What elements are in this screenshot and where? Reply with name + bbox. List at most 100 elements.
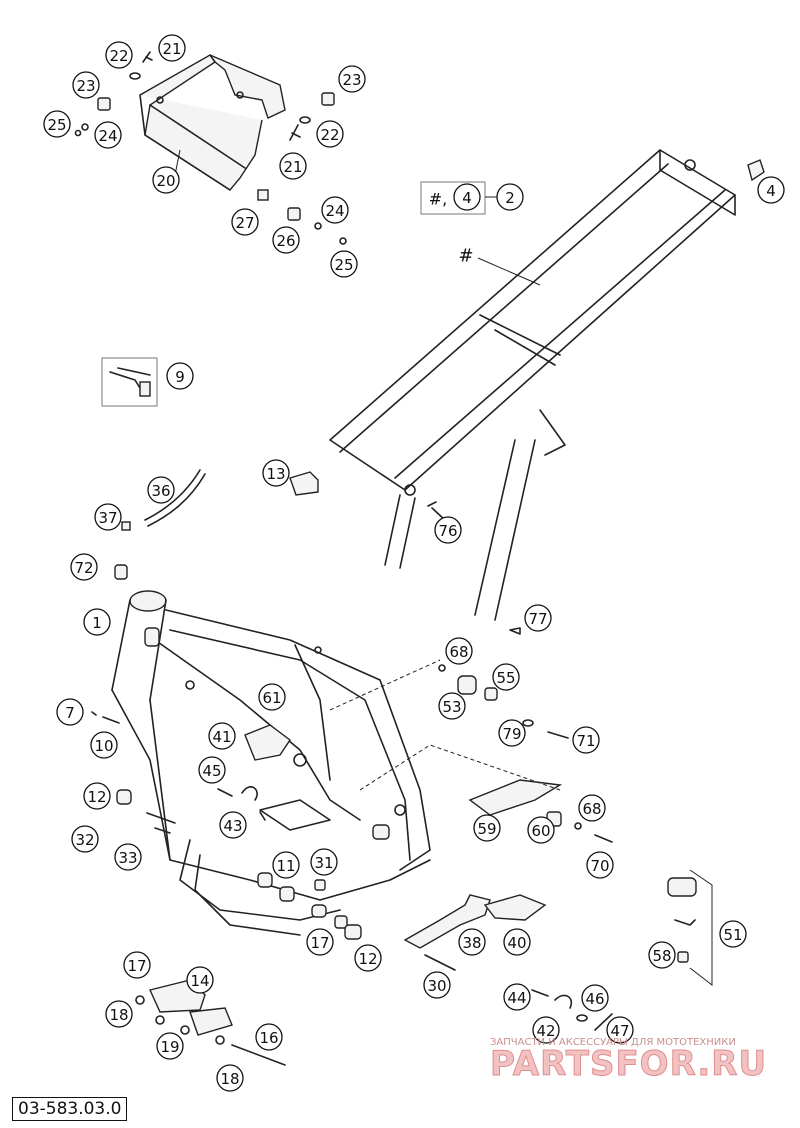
callout-44: 44 (503, 983, 531, 1011)
callout-number: 21 (283, 158, 302, 176)
callout-13: 13 (262, 459, 290, 487)
callout-16: 16 (255, 1023, 283, 1051)
watermark-logo: PARTSFOR.RU (490, 1044, 767, 1084)
callout-number: 45 (202, 762, 221, 780)
skid-plate-hardware-left (74, 51, 153, 137)
skid-plate-hardware-right (257, 92, 347, 245)
rear-brake-pedal (403, 894, 547, 971)
callout-circle (572, 726, 600, 754)
callout-number: 21 (162, 40, 181, 58)
callout-24: 24 (94, 121, 122, 149)
callout-58: 58 (648, 941, 676, 969)
callout-number: 18 (220, 1070, 239, 1088)
callout-circle (231, 208, 259, 236)
callout-circle (83, 608, 111, 636)
callout-circle (330, 250, 358, 278)
callout-number: 4 (766, 182, 776, 200)
callout-circle (438, 692, 466, 720)
callout-number: 46 (585, 990, 604, 1008)
callout-number: 23 (342, 71, 361, 89)
callout-circle (578, 794, 606, 822)
callout-10: 10 (90, 731, 118, 759)
callout-33: 33 (114, 843, 142, 871)
callout-number: 41 (212, 728, 231, 746)
callout-circle (166, 362, 194, 390)
steering-stop-bolt (91, 711, 120, 724)
callout-circle (70, 553, 98, 581)
callout-59: 59 (473, 814, 501, 842)
callout-26: 26 (272, 226, 300, 254)
rubber-bumper (289, 471, 319, 496)
callout-circle (310, 848, 338, 876)
callout-circle (258, 683, 286, 711)
callout-circle (123, 951, 151, 979)
callout-77: 77 (524, 604, 552, 632)
callout-4: 4 (757, 176, 785, 204)
callout-circle (83, 782, 111, 810)
callout-23: 23 (72, 71, 100, 99)
engine-mount-bushings (257, 824, 390, 940)
callout-38: 38 (458, 928, 486, 956)
callout-43: 43 (219, 811, 247, 839)
watermark-subtitle: ЗАПЧАСТИ И АКСЕССУАРЫ ДЛЯ МОТОТЕХНИКИ (490, 1037, 736, 1048)
callout-number: 68 (582, 800, 601, 818)
callout-number: 7 (65, 704, 75, 722)
callout-circle (272, 226, 300, 254)
callout-circle (216, 1064, 244, 1092)
callout-number: 68 (449, 643, 468, 661)
callout-circle (524, 604, 552, 632)
callout-circle (72, 71, 100, 99)
callout-23: 23 (338, 65, 366, 93)
callout-17: 17 (123, 951, 151, 979)
frame-set-prefix: #, (429, 190, 448, 209)
callout-circle (56, 698, 84, 726)
callout-number: 43 (223, 817, 242, 835)
callout-circle (255, 1023, 283, 1051)
callout-7: 7 (56, 698, 84, 726)
side-stand-assembly (667, 869, 713, 987)
callout-number: 22 (109, 47, 128, 65)
callout-circle (581, 984, 609, 1012)
brake-pedal-small-parts (531, 989, 613, 1031)
callout-number: 76 (438, 522, 457, 540)
callout-circle (532, 1016, 560, 1044)
callout-number: 40 (507, 934, 526, 952)
subframe-nut (747, 159, 765, 182)
callout-number: 10 (94, 737, 113, 755)
key-set (101, 357, 158, 407)
callout-circle (354, 944, 382, 972)
frame-plug (114, 564, 128, 580)
hose-clip (121, 521, 131, 531)
callout-circle (719, 920, 747, 948)
callout-number: 47 (610, 1022, 629, 1040)
diagram-code-label: 03-583.03.0 (12, 1097, 128, 1121)
callout-22: 22 (105, 41, 133, 69)
callout-14: 14 (186, 966, 214, 994)
callout-circle (434, 516, 462, 544)
callout-number: 36 (151, 482, 170, 500)
callout-20: 20 (152, 166, 180, 194)
callout-number: 25 (47, 116, 66, 134)
callout-circle (114, 843, 142, 871)
callout-number: 38 (462, 934, 481, 952)
callout-number: 58 (652, 947, 671, 965)
callout-51: 51 (719, 920, 747, 948)
callout-number: 55 (496, 669, 515, 687)
callout-19: 19 (156, 1032, 184, 1060)
callout-circle (208, 722, 236, 750)
callout-circle (279, 152, 307, 180)
callout-circle (503, 928, 531, 956)
callout-68: 68 (578, 794, 606, 822)
callout-12: 12 (83, 782, 111, 810)
callout-number: 27 (235, 214, 254, 232)
callout-number: 51 (723, 926, 742, 944)
callout-circle (43, 110, 71, 138)
callout-number: 17 (310, 934, 329, 952)
callout-31: 31 (310, 848, 338, 876)
callout-30: 30 (423, 971, 451, 999)
callout-number: 70 (590, 857, 609, 875)
callout-number: 18 (109, 1006, 128, 1024)
callout-number: 13 (266, 465, 285, 483)
